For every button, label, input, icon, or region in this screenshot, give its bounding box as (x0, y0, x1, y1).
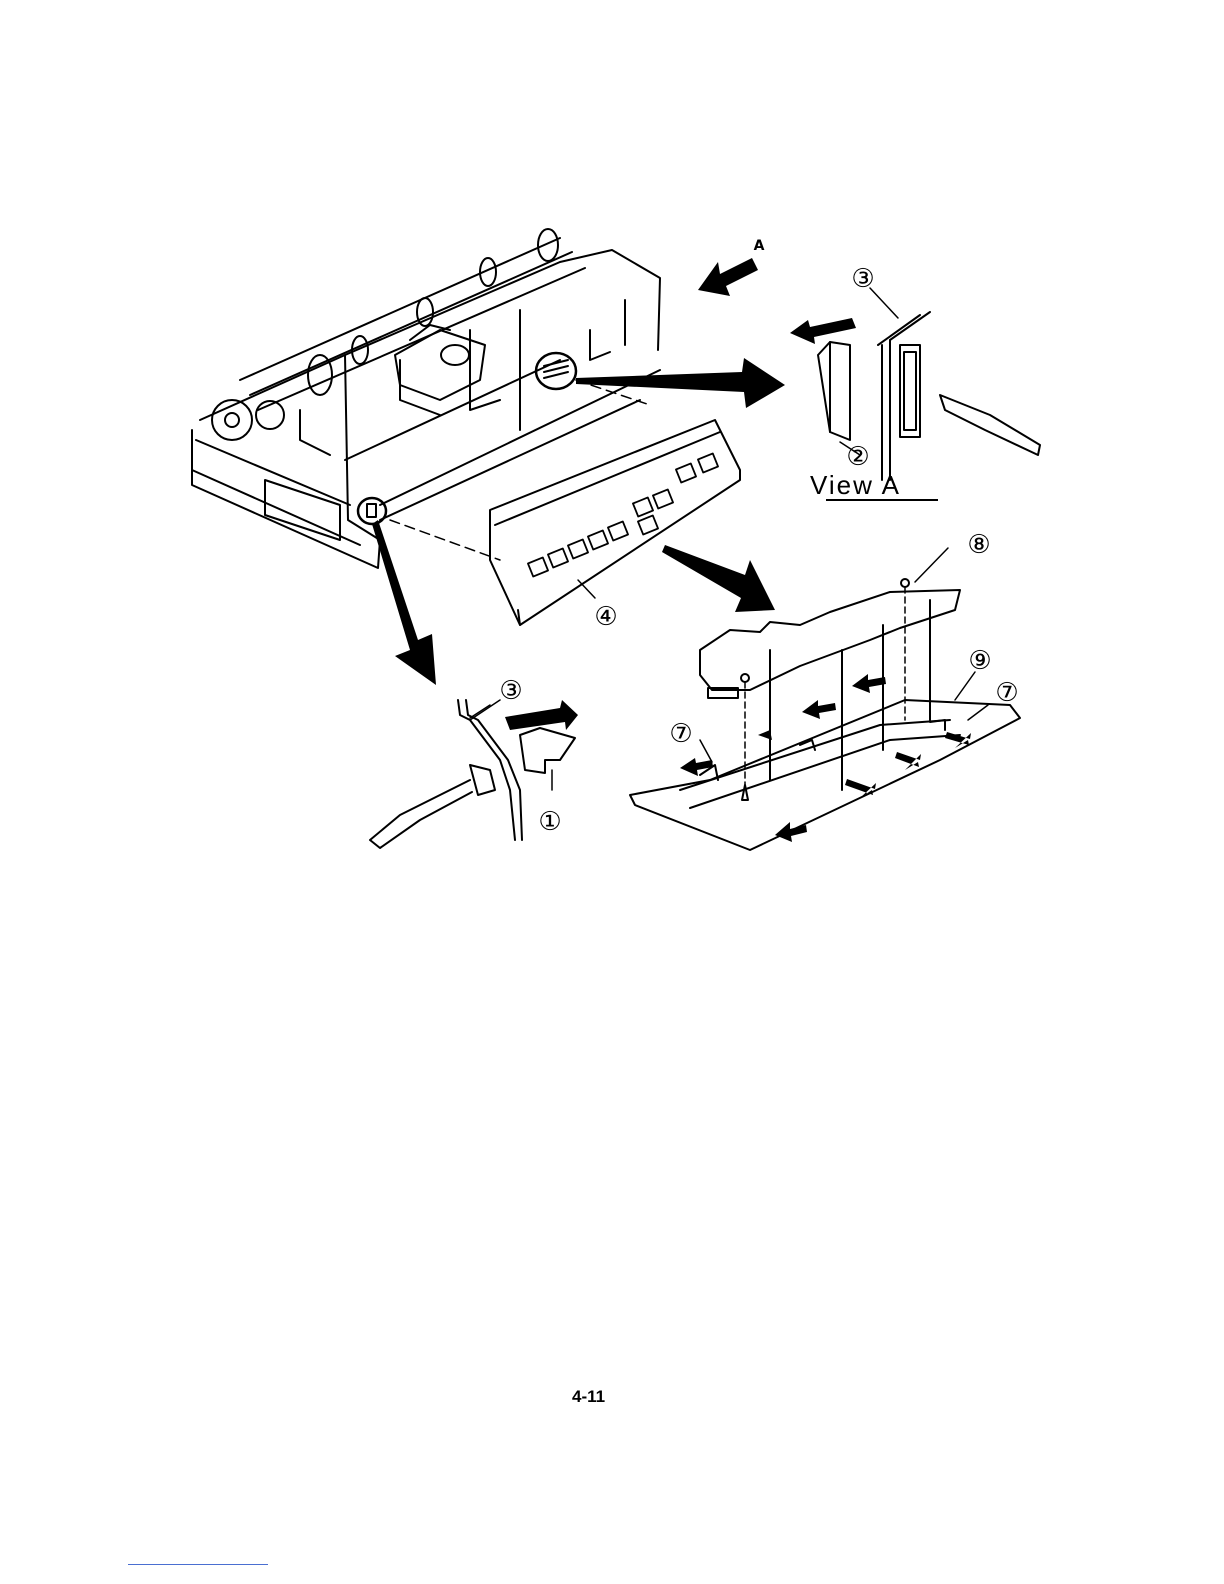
callout-7-right: ⑦ (995, 678, 1018, 708)
page-number: 4-11 (572, 1387, 605, 1407)
callout-8: ⑧ (967, 530, 990, 560)
view-a-underline (826, 499, 938, 501)
view-a-arrow-letter: A (754, 238, 765, 254)
panel-board-assembly (630, 579, 1020, 850)
callout-3-top: ③ (851, 264, 874, 294)
callout-7-left: ⑦ (669, 719, 692, 749)
view-a-caption: View A (810, 470, 901, 501)
callout-labels: A ③ ② ④ ⑧ ⑨ ⑦ ⑦ ③ ① (499, 238, 1018, 837)
printer-mechanism (192, 229, 660, 568)
callout-1: ① (538, 807, 561, 837)
callout-2: ② (846, 442, 869, 472)
tray-arrows (680, 674, 971, 842)
callout-3-bottom: ③ (499, 676, 522, 706)
operator-panel (490, 420, 740, 625)
callout-4: ④ (594, 602, 617, 632)
footer-rule (128, 1564, 268, 1565)
callout-9: ⑨ (968, 646, 991, 676)
